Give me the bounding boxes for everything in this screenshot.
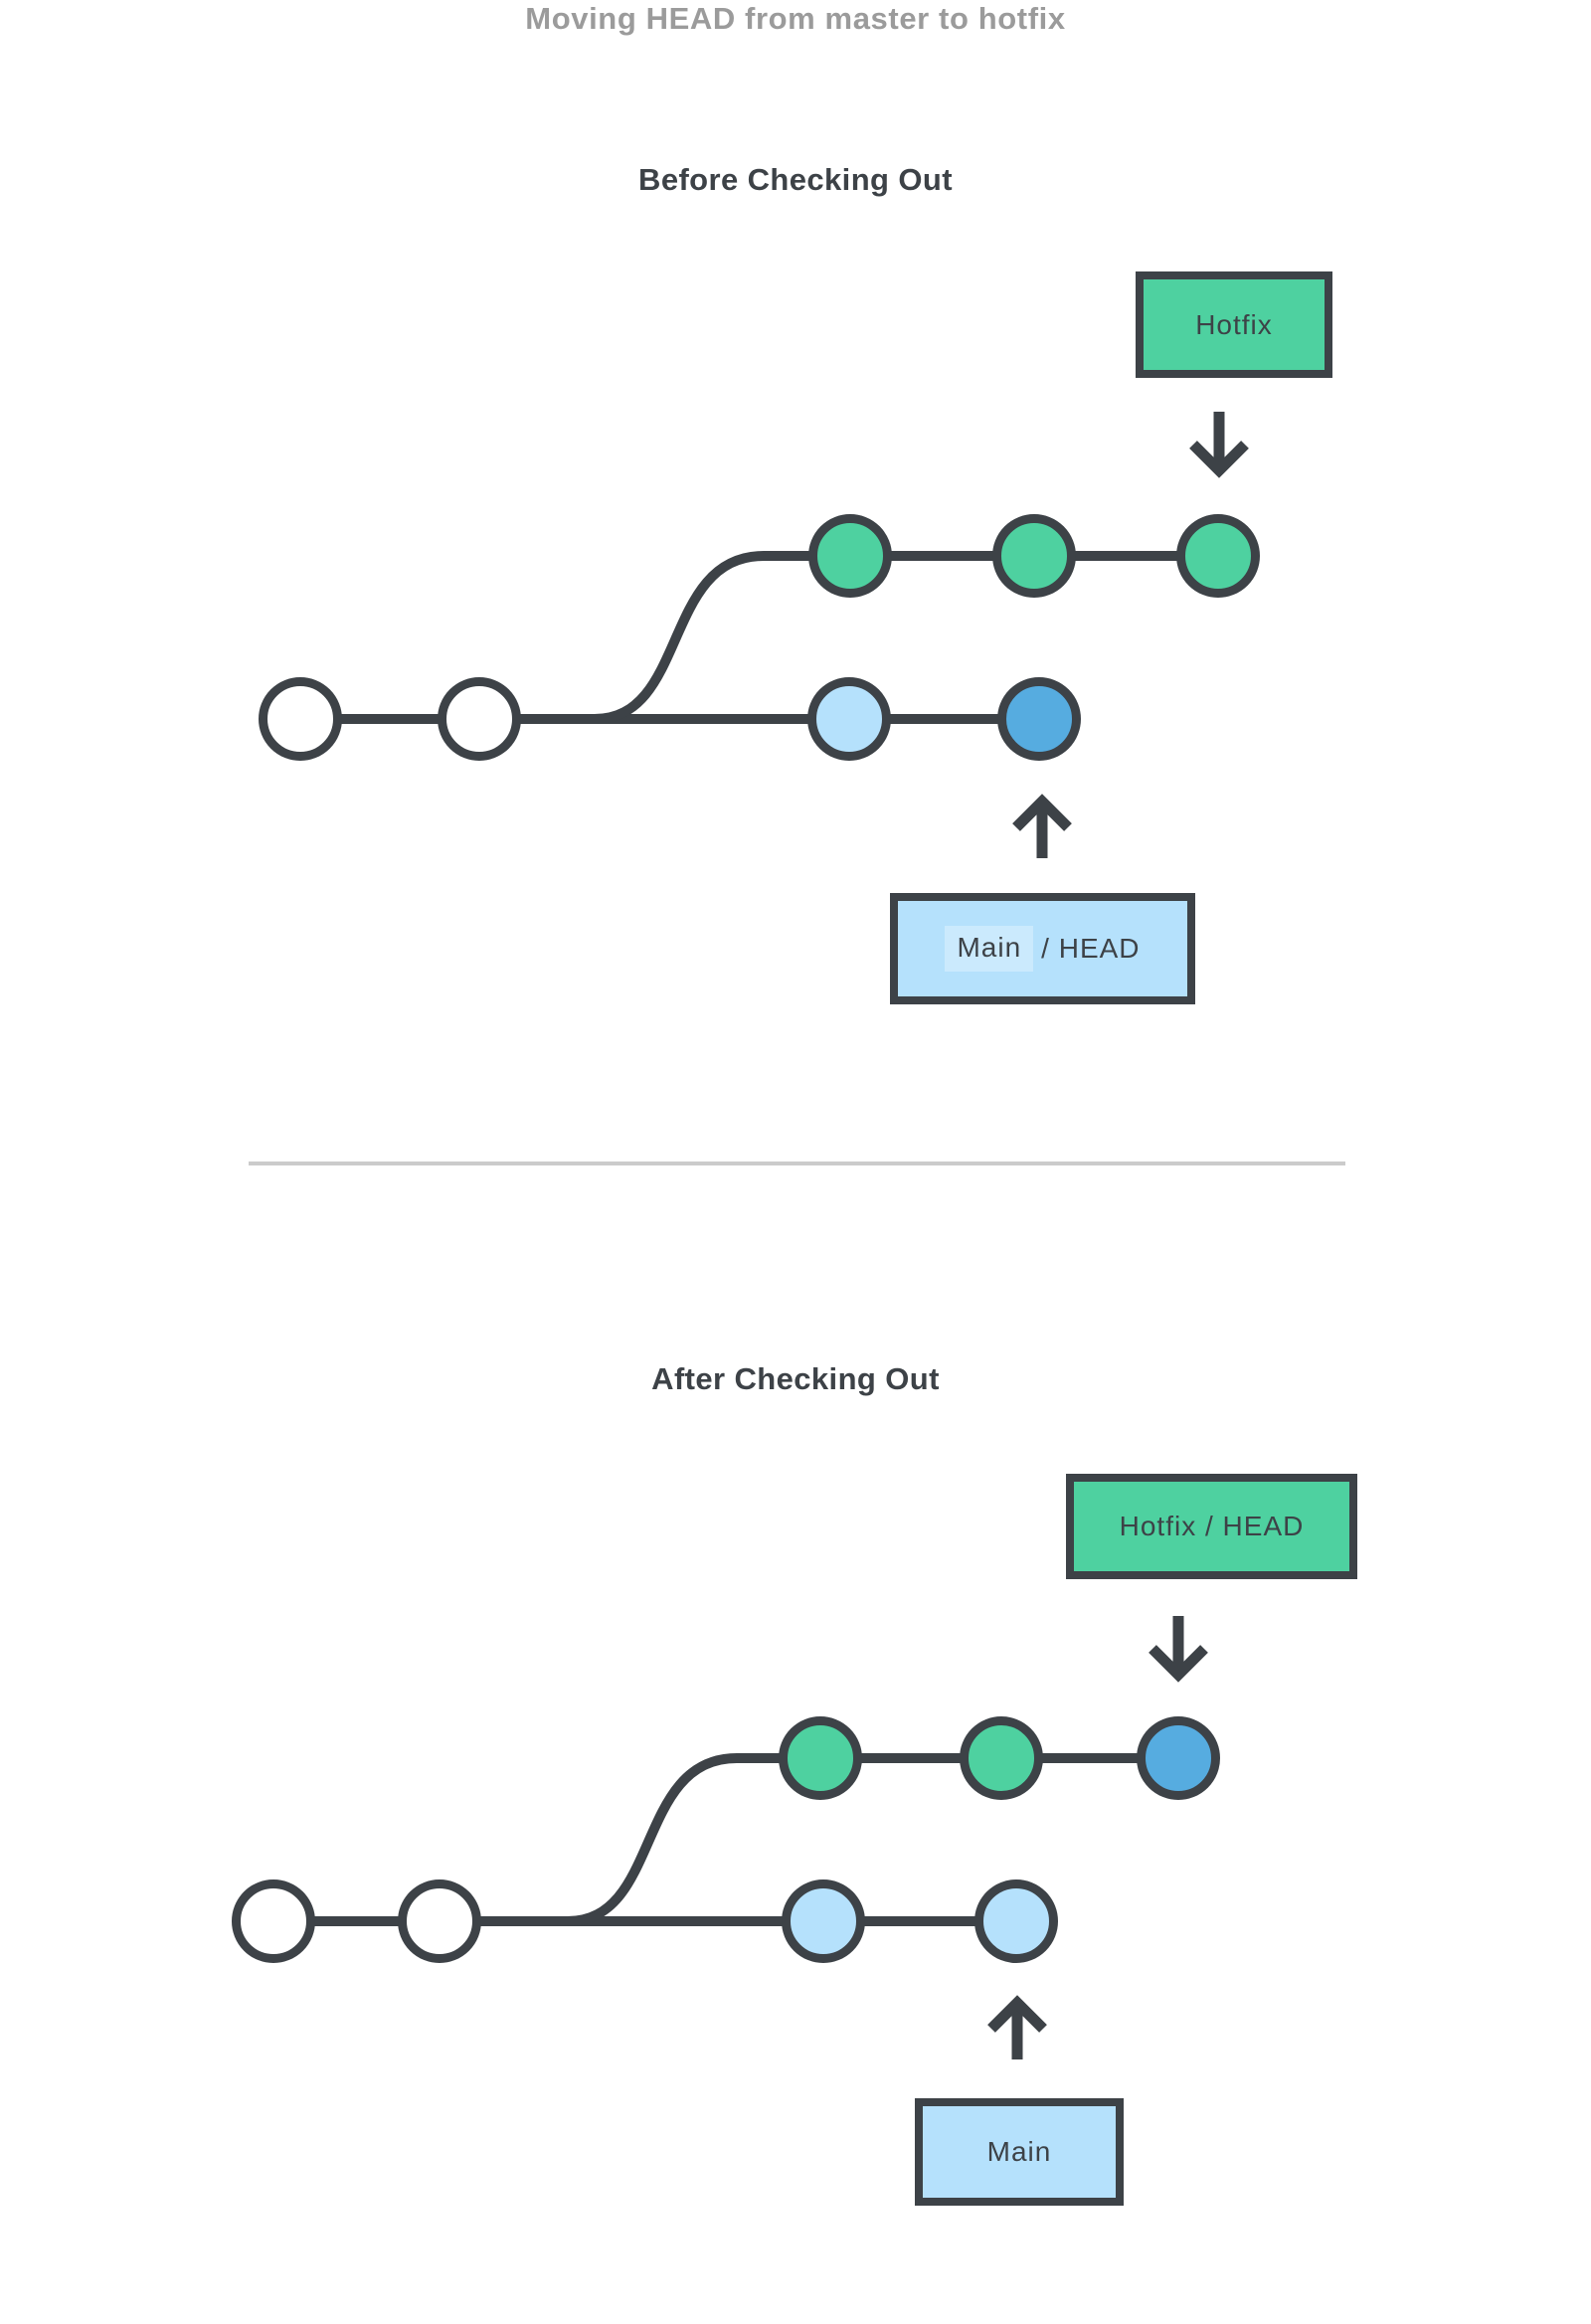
commit-node xyxy=(807,677,891,761)
commit-node xyxy=(779,1716,862,1800)
hotfix-head-label: Hotfix / HEAD xyxy=(1066,1474,1357,1579)
before-graph xyxy=(259,412,1260,858)
before-heading: Before Checking Out xyxy=(638,162,953,197)
main-head-label: Main / HEAD xyxy=(890,893,1195,1004)
commit-node xyxy=(992,514,1076,598)
main-branch-label-text: Main xyxy=(945,926,1034,972)
commit-node xyxy=(1176,514,1260,598)
commit-node xyxy=(232,1879,315,1963)
commit-node xyxy=(960,1716,1043,1800)
section-divider xyxy=(249,1162,1345,1165)
main-branch-label: Main xyxy=(915,2098,1124,2206)
main-branch-label-text: Main xyxy=(986,2136,1052,2167)
commit-node xyxy=(259,677,342,761)
commit-node xyxy=(398,1879,481,1963)
after-heading: After Checking Out xyxy=(651,1361,940,1396)
up-arrow-icon xyxy=(1012,794,1072,858)
hotfix-branch-label-text: Hotfix xyxy=(1195,308,1273,340)
commit-node-head xyxy=(997,677,1081,761)
commit-node xyxy=(974,1879,1058,1963)
commit-node xyxy=(782,1879,865,1963)
down-arrow-icon xyxy=(1149,1616,1208,1683)
hotfix-branch-label: Hotfix xyxy=(1136,271,1332,378)
commit-node xyxy=(808,514,892,598)
hotfix-branch-line xyxy=(594,551,1218,724)
up-arrow-icon xyxy=(987,1995,1047,2059)
page-title: Moving HEAD from master to hotfix xyxy=(525,1,1066,36)
down-arrow-icon xyxy=(1189,412,1249,478)
after-graph xyxy=(232,1616,1220,2059)
head-pointer-label-text: / HEAD xyxy=(1041,933,1141,964)
hotfix-head-label-text: Hotfix / HEAD xyxy=(1119,1511,1305,1541)
commit-node-head xyxy=(1137,1716,1220,1800)
commit-node xyxy=(438,677,521,761)
hotfix-branch-line xyxy=(567,1753,1178,1926)
